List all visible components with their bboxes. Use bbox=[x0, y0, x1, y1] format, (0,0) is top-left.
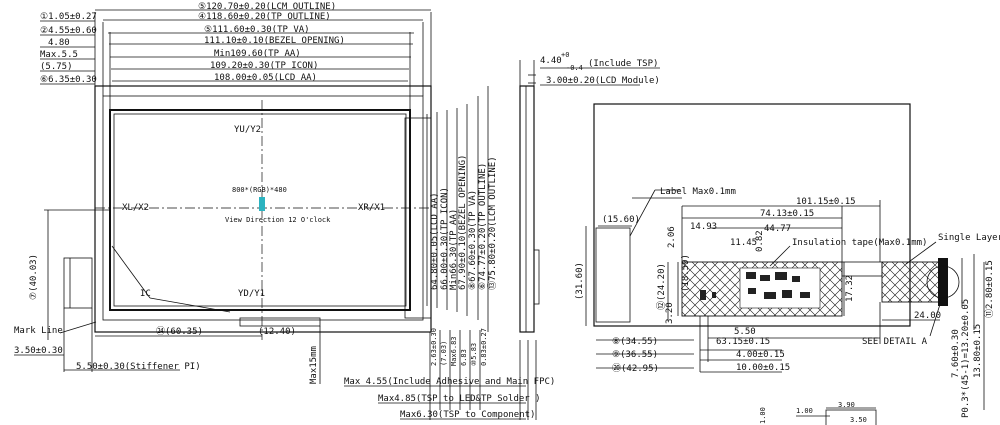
height-tp-outline: ⑥74.77±0.20(TP OUTLINE) bbox=[478, 163, 488, 290]
height-lcd-aa: 64.80±0.05(LCD AA) bbox=[430, 192, 440, 290]
label-top: YU/Y2 bbox=[234, 125, 261, 135]
dim-2-80: ⑪2.80±0.15 bbox=[984, 260, 995, 318]
dim-24-00: 24.00 bbox=[914, 311, 941, 321]
width-lcd-aa: 108.00±0.05(LCD AA) bbox=[214, 73, 317, 83]
width-tp-icon: 109.20±0.30(TP ICON) bbox=[210, 61, 318, 71]
crop-3-50: 3.50 bbox=[850, 416, 867, 424]
tail-contacts bbox=[938, 258, 948, 306]
stiffener bbox=[63, 257, 93, 309]
dim-24-20: ⑫(24.20) bbox=[656, 263, 667, 310]
dim-15-60: (15.60) bbox=[602, 215, 640, 225]
back-view: 101.15±0.15 74.13±0.15 14.93 44.77 2.06 … bbox=[575, 103, 1000, 425]
dim-31-60: (31.60) bbox=[575, 262, 585, 300]
dim-101-15: 101.15±0.15 bbox=[796, 197, 856, 207]
label-right: XR/X1 bbox=[358, 203, 385, 213]
dim-40-03: ⑦(40.03) bbox=[29, 254, 39, 300]
single-layer-note: Single Layer bbox=[938, 233, 1000, 243]
dim-10-00: 10.00±0.15 bbox=[736, 363, 790, 373]
dim-2-63: 2.63±0.30 bbox=[430, 328, 438, 366]
dim-6-35: ⑥6.35±0.30 bbox=[40, 75, 97, 85]
dim-14-93: 14.93 bbox=[690, 222, 717, 232]
dim-2-06: 2.06 bbox=[667, 226, 677, 248]
dim-7-60: 7.60±0.30 bbox=[951, 329, 961, 378]
dim-1-05: ①1.05±0.27 bbox=[40, 12, 97, 22]
dim-44-77: 44.77 bbox=[764, 224, 791, 234]
side-body bbox=[519, 85, 535, 333]
stiffener-label: 5.50±0.30(Stiffener PI) bbox=[76, 362, 201, 372]
height-tp-va: ⑧67.60±0.30(TP VA) bbox=[468, 190, 478, 290]
width-bezel: 111.10±0.10(BEZEL OPENING) bbox=[204, 36, 345, 46]
dim-0-82: 0.82 bbox=[755, 230, 765, 252]
note-max-4-55: Max 4.55(Include Adhesive and Main FPC) bbox=[344, 377, 555, 387]
dim-0-83: 0.83±0.27 bbox=[480, 328, 488, 366]
height-bezel: 67.90±0.10(BEZEL OPENING) bbox=[458, 155, 468, 290]
dim-3-50: 3.50±0.30 bbox=[14, 346, 63, 356]
dim-13-80: 13.80±0.15 bbox=[973, 324, 983, 378]
label-area bbox=[595, 227, 631, 323]
dim-18-59: (18.59) bbox=[681, 254, 691, 292]
dim-max-6-83: Max6.83 bbox=[450, 336, 458, 366]
side-dim-tol-up: +0 bbox=[561, 51, 569, 59]
lcd-aa bbox=[113, 113, 407, 307]
bottom-fpc bbox=[239, 317, 321, 327]
view-direction-label: View Direction 12 O'clock bbox=[225, 216, 331, 224]
dim-74-13: 74.13±0.15 bbox=[760, 209, 814, 219]
crop-1-00-a: 1.00 bbox=[759, 407, 767, 424]
tail-fpc bbox=[881, 261, 943, 303]
side-dim-note: (Include TSP) bbox=[588, 59, 658, 69]
height-lcm-outline: ⑬75.80±0.20(LCM OUTLINE) bbox=[487, 156, 498, 290]
label-bottom: YD/Y1 bbox=[238, 289, 265, 299]
resolution-label: 800*(RGB)*480 bbox=[232, 186, 287, 194]
side-view: 4.40 +0 -0.4 (Include TSP) 3.00±0.20(LCD… bbox=[519, 51, 660, 420]
dim-3-20: 3.20 bbox=[665, 302, 675, 324]
dim-60-35: ㉔(60.35) bbox=[156, 326, 203, 337]
dim-12-40: (12.40) bbox=[258, 327, 296, 337]
right-dims: 64.80±0.05(LCD AA) 66.00±0.30(TP ICON) M… bbox=[426, 86, 498, 332]
note-max-6-30: Max6.30(TSP to Component) bbox=[400, 410, 535, 420]
insulation-note: Insulation tape(Max0.1mm) bbox=[792, 238, 927, 248]
detail-circle bbox=[926, 265, 960, 299]
side-dim-4-40: 4.40 bbox=[540, 56, 562, 66]
label-left: XL/X2 bbox=[122, 203, 149, 213]
note-max-4-85: Max4.85(TSP to LED&TP Solder ) bbox=[378, 394, 541, 404]
dim-63-15: 63.15±0.15 bbox=[716, 337, 770, 347]
center-marker bbox=[259, 197, 265, 211]
dim-4-55: ②4.55±0.60 bbox=[40, 26, 97, 36]
dim-17-32: 17.32 bbox=[845, 275, 855, 302]
dim-pitch: P0.3*(45-1)=13.20±0.05 bbox=[961, 299, 971, 418]
mark-line-label: Mark Line bbox=[14, 326, 63, 336]
dim-5-83: ⑩5.83 bbox=[470, 343, 478, 366]
dim-11-45: 11.45 bbox=[730, 238, 757, 248]
width-lcm-outline: ⑤120.70±0.20(LCM OUTLINE) bbox=[198, 2, 336, 12]
crop-3-90: 3.90 bbox=[838, 401, 855, 409]
dim-max-5-5: Max.5.5 bbox=[40, 50, 78, 60]
label-note: Label Max0.1mm bbox=[660, 187, 736, 197]
see-detail-a: SEE DETAIL A bbox=[862, 337, 928, 347]
width-tp-va: ⑤111.60±0.30(TP VA) bbox=[204, 25, 310, 35]
dim-5-75: (5.75) bbox=[40, 62, 73, 72]
dim-4-80: 4.80 bbox=[48, 38, 70, 48]
dim-42-95: ⑳(42.95) bbox=[612, 363, 659, 374]
crop-1-00-b: 1.00 bbox=[796, 407, 813, 415]
side-dim-3-00: 3.00±0.20(LCD Module) bbox=[546, 76, 660, 86]
dim-36-55: ⑨(36.55) bbox=[612, 350, 658, 360]
height-tp-icon: 66.00±0.30(TP ICON) bbox=[440, 187, 450, 290]
back-outline bbox=[593, 103, 911, 327]
dim-5-50: 5.50 bbox=[734, 327, 756, 337]
dim-34-55: ⑧(34.55) bbox=[612, 337, 658, 347]
max-15mm: Max15mm bbox=[309, 346, 319, 384]
dim-6-83: 6.83 bbox=[460, 349, 468, 366]
top-dims: ⑤120.70±0.20(LCM OUTLINE) ④118.60±0.20(T… bbox=[40, 2, 432, 110]
width-tp-aa: Min109.60(TP AA) bbox=[214, 49, 301, 59]
height-tp-aa: Min66.30(TP AA) bbox=[449, 209, 459, 290]
front-view: YU/Y2 YD/Y1 XL/X2 XR/X1 800*(RGB)*480 Vi… bbox=[14, 2, 555, 420]
dim-7-03: (7.03) bbox=[440, 341, 448, 366]
width-tp-outline: ④118.60±0.20(TP OUTLINE) bbox=[198, 12, 331, 22]
dim-4-00: 4.00±0.15 bbox=[736, 350, 785, 360]
ic-label: IC bbox=[140, 289, 151, 299]
right-fpc bbox=[404, 117, 432, 319]
